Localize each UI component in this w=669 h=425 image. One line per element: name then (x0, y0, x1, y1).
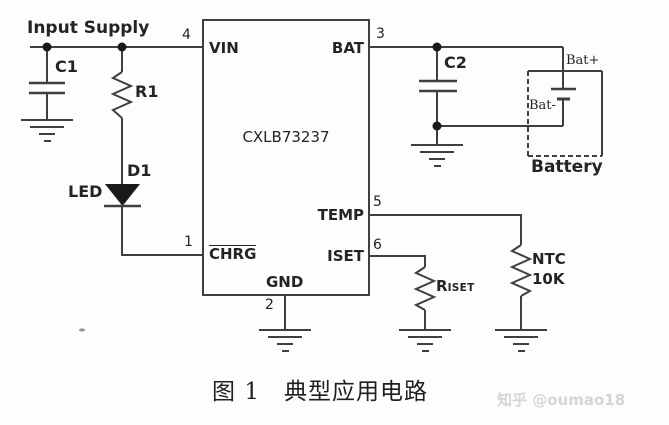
pin-number-5: 5 (373, 194, 382, 210)
wire-temp (369, 214, 522, 245)
watermark: 知乎 @oumao18 (497, 391, 626, 409)
ground-symbol-riset (399, 329, 451, 352)
pin-label-temp: TEMP (317, 206, 364, 224)
pin-label-chrg: CHRG (209, 245, 257, 263)
wire-led-to-chrg (121, 206, 203, 256)
ntc-value: 10K (532, 270, 565, 288)
chip-name: CXLB73237 (242, 128, 330, 146)
resistor-ntc (509, 244, 533, 297)
pin-label-chrg-wrap: CHRG (209, 245, 257, 263)
ntc-name: NTC (532, 250, 566, 268)
pin-number-1: 1 (184, 234, 193, 250)
led-label: LED (68, 182, 103, 201)
r1-label: R1 (135, 82, 159, 101)
pin-label-gnd: GND (266, 273, 304, 291)
ground-symbol-ntc (495, 329, 547, 352)
pin-label-vin: VIN (209, 39, 239, 57)
resistor-riset (413, 266, 437, 311)
ground-symbol-c2 (411, 144, 463, 167)
d1-label: D1 (127, 161, 152, 180)
ground-symbol-c1 (21, 119, 73, 142)
pin-number-6: 6 (373, 237, 382, 253)
riset-label-prefix: R (436, 277, 448, 295)
capacitor-c2 (419, 79, 457, 93)
pin-label-bat: BAT (331, 39, 364, 57)
bat-minus-label: Bat- (529, 98, 556, 113)
c1-label: C1 (55, 57, 78, 76)
riset-label-suffix: ISET (447, 282, 475, 294)
wire-iset (369, 255, 426, 267)
pin-number-3: 3 (376, 26, 385, 42)
led-diode-triangle (105, 184, 140, 206)
input-supply-label: Input Supply (27, 18, 150, 38)
ntc-label: NTC 10K (532, 249, 566, 289)
resistor-r1 (110, 71, 134, 119)
riset-label: RISET (436, 277, 475, 295)
pin-number-2: 2 (265, 297, 274, 313)
figure-caption: 图 1 典型应用电路 (212, 379, 428, 405)
bat-plus-label: Bat+ (566, 53, 600, 68)
pin-number-4: 4 (182, 27, 191, 43)
capacitor-c1 (29, 81, 65, 95)
pin-label-iset: ISET (327, 247, 364, 265)
battery-label: Battery (531, 157, 603, 177)
speck (79, 328, 85, 332)
junction-dots (42, 42, 442, 131)
ground-symbol-gnd (259, 329, 311, 352)
c2-label: C2 (444, 53, 467, 72)
